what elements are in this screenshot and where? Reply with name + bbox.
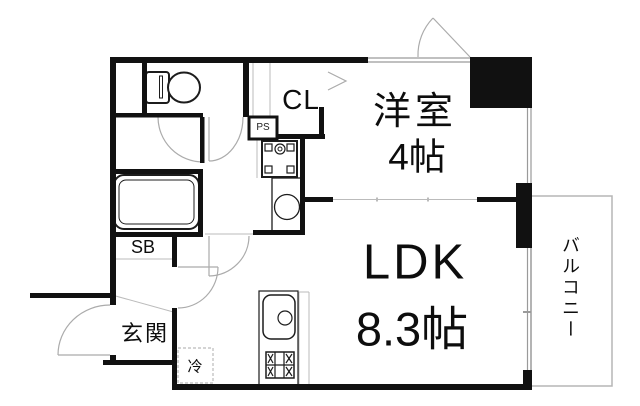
room-size-ldk: 8.3帖: [355, 302, 469, 356]
window-line: [368, 57, 532, 370]
door-arc: [57, 304, 111, 356]
room-label-pipe-space: PS: [256, 122, 270, 133]
wall: [142, 63, 147, 115]
door-arc: [177, 266, 219, 309]
bathtub-icon: [113, 174, 200, 230]
wall: [172, 384, 532, 390]
wall: [172, 308, 177, 390]
kitchen-icon: [258, 290, 299, 388]
wall: [253, 230, 305, 235]
wall: [200, 117, 205, 163]
room-label-ldk: LDK: [362, 235, 468, 290]
wall: [110, 232, 203, 237]
room-label-closet: CL: [282, 84, 320, 115]
wall: [300, 197, 333, 202]
wall: [477, 197, 517, 202]
room-label-shoe-cabinet: SB: [130, 237, 156, 257]
wall: [172, 233, 177, 267]
room-label-entrance: 玄関: [120, 321, 170, 346]
wall: [103, 360, 177, 365]
door-arc: [208, 235, 250, 277]
wall: [110, 169, 203, 174]
door-arc: [157, 116, 204, 163]
door-arcs: [57, 17, 471, 356]
washbasin-icon: [271, 177, 304, 235]
door-arc: [208, 116, 244, 162]
door-arc: [417, 17, 434, 58]
light-partition-lines: [111, 63, 477, 386]
wall: [30, 293, 111, 298]
room-label-refrigerator: 冷: [187, 358, 203, 376]
walls: [30, 57, 532, 390]
pipe-space-box: [247, 115, 279, 141]
wall: [110, 113, 203, 118]
wall: [110, 57, 116, 305]
washing-machine-icon: [261, 140, 298, 178]
kitchen-sink-icon: [262, 294, 296, 340]
wall: [110, 57, 368, 63]
toilet-icon: [145, 71, 201, 104]
pillar: [516, 183, 532, 248]
wall: [523, 370, 532, 386]
wall: [300, 138, 305, 233]
wall: [319, 107, 324, 139]
room-size-western: 4帖: [388, 136, 446, 178]
pillar: [470, 57, 532, 108]
refrigerator-box: [177, 347, 214, 384]
door-leaf: [432, 17, 471, 58]
faucet-icon: [277, 310, 293, 326]
room-label-western: 洋室: [372, 91, 458, 133]
wall: [277, 134, 325, 139]
wall: [198, 169, 203, 237]
closet-door-icon: [327, 71, 348, 91]
stove-icon: [265, 351, 295, 379]
room-label-balcony: バルコニー: [560, 235, 580, 341]
wall: [243, 57, 249, 117]
